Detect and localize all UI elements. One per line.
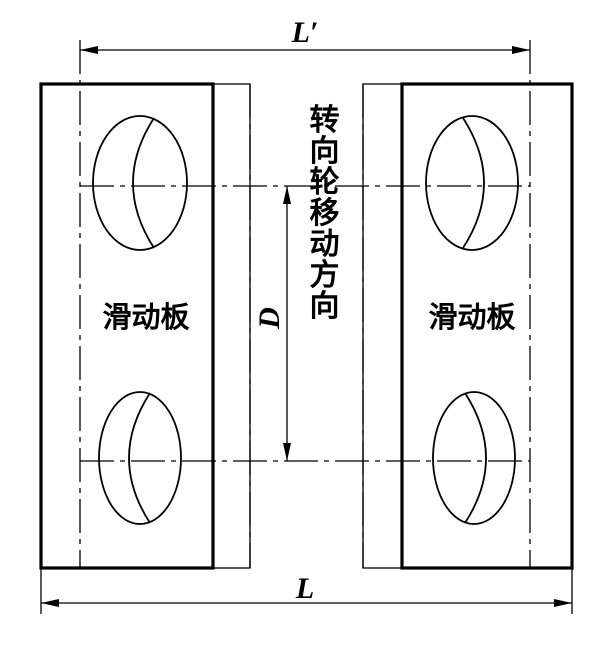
bottom-dimension-line: [40, 568, 573, 614]
left-sliding-plate-assembly: [39, 40, 251, 570]
right-plate-label: 滑动板: [428, 300, 516, 334]
top-dimension-label: L′: [291, 16, 319, 49]
top-dimension-line: [80, 46, 530, 54]
left-upper-wheel-contact: [92, 115, 188, 251]
right-upper-wheel-contact: [425, 115, 519, 251]
bottom-dimension-label: L: [295, 572, 314, 605]
left-plate-label: 滑动板: [102, 300, 190, 334]
direction-text: 转向轮移动方向: [304, 104, 340, 321]
vertical-dimension-label: D: [253, 307, 286, 330]
vertical-dimension-line: [283, 186, 291, 461]
left-lower-wheel-contact: [98, 391, 182, 525]
left-plate-side-strip: [212, 83, 251, 569]
right-sliding-plate-assembly: [362, 40, 574, 570]
right-plate-side-strip: [362, 83, 403, 569]
right-lower-wheel-contact: [432, 391, 516, 525]
